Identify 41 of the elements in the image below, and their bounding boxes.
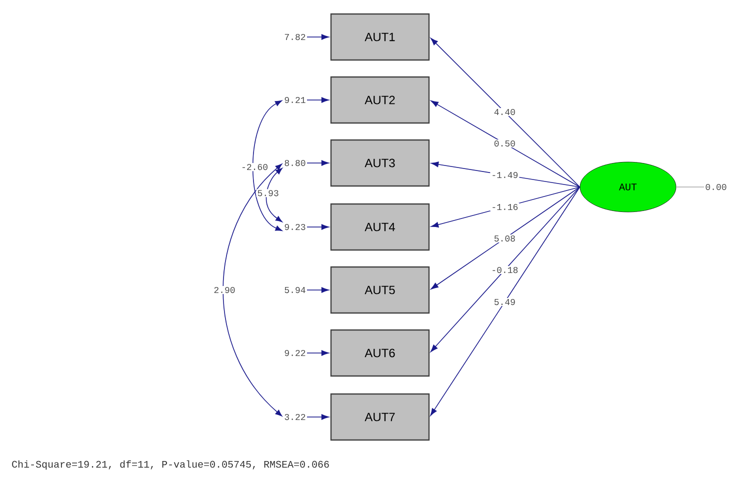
edge-label: -2.60 bbox=[240, 162, 270, 172]
indicator-box: AUT6 bbox=[330, 329, 430, 377]
arrow bbox=[430, 186, 580, 416]
indicator-box: AUT5 bbox=[330, 266, 430, 314]
edge-label: 5.93 bbox=[256, 189, 280, 198]
arrow bbox=[430, 186, 580, 352]
indicator-box: AUT3 bbox=[330, 139, 430, 187]
edge-label: 4.40 bbox=[492, 108, 516, 116]
arrow bbox=[306, 350, 329, 356]
error-value: 0.00 bbox=[706, 184, 726, 190]
indicator-box: AUT7 bbox=[330, 393, 430, 441]
edge-label: 0.50 bbox=[492, 139, 516, 148]
arrow bbox=[430, 38, 580, 188]
error-value: 9.21 bbox=[284, 96, 306, 104]
error-value: 9.23 bbox=[284, 224, 306, 230]
edge-label: -1.49 bbox=[490, 170, 520, 180]
edge-label: -0.18 bbox=[490, 266, 520, 274]
arrow bbox=[306, 287, 329, 293]
edge-label: 5.08 bbox=[492, 234, 516, 243]
arrow bbox=[306, 160, 329, 166]
indicator-box: AUT4 bbox=[330, 203, 430, 251]
error-value: 5.94 bbox=[284, 286, 306, 294]
fit-statistics: Chi-Square=19.21, df=11, P-value=0.05745, RMSEA=0.066 bbox=[12, 460, 329, 470]
arrow bbox=[430, 100, 580, 188]
edge-label: -1.16 bbox=[490, 202, 520, 212]
arrow bbox=[306, 97, 329, 103]
error-value: 7.82 bbox=[284, 34, 306, 40]
arrow bbox=[222, 164, 282, 416]
error-value: 9.22 bbox=[284, 350, 306, 356]
arrow bbox=[306, 224, 329, 230]
arrow bbox=[252, 100, 282, 232]
indicator-box: AUT1 bbox=[330, 13, 430, 61]
edge-label: 5.49 bbox=[492, 298, 516, 306]
indicator-box: AUT2 bbox=[330, 76, 430, 124]
arrow bbox=[306, 34, 329, 40]
error-value: 8.80 bbox=[284, 160, 306, 166]
arrow bbox=[430, 186, 580, 290]
error-value: 3.22 bbox=[284, 414, 306, 420]
edge-label: 2.90 bbox=[212, 286, 236, 294]
arrow bbox=[266, 168, 282, 222]
arrow bbox=[306, 414, 329, 420]
